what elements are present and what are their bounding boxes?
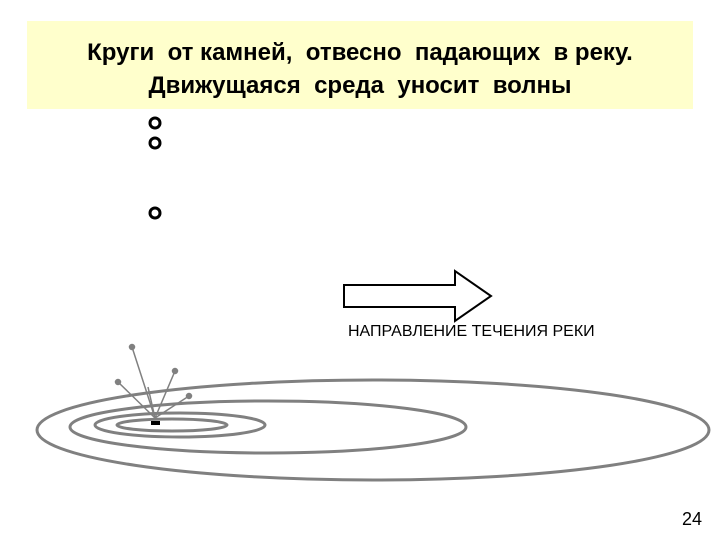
title-line-1: Круги от камней, отвесно падающих в реку… (87, 39, 633, 66)
ripple-ring-core (115, 417, 229, 433)
impact-stone-icon (151, 421, 160, 425)
falling-stones (148, 116, 162, 220)
stone-icon (148, 116, 162, 130)
current-direction-arrow-icon (343, 269, 493, 323)
slide-title: Круги от камней, отвесно падающих в реку… (27, 21, 693, 109)
stone-icon (148, 206, 162, 220)
stone-icon (148, 136, 162, 150)
ripple-ring-middle (68, 399, 468, 455)
ripple-ring-outer (35, 378, 711, 482)
splash-icon (114, 343, 193, 419)
page-number: 24 (681, 509, 702, 529)
title-line-2: Движущаяся среда уносит волны (148, 72, 572, 99)
ripple-ring-inner (93, 411, 267, 439)
ripple-rings (35, 378, 711, 482)
current-direction-label: НАПРАВЛЕНИЕ ТЕЧЕНИЯ РЕКИ (348, 323, 595, 340)
